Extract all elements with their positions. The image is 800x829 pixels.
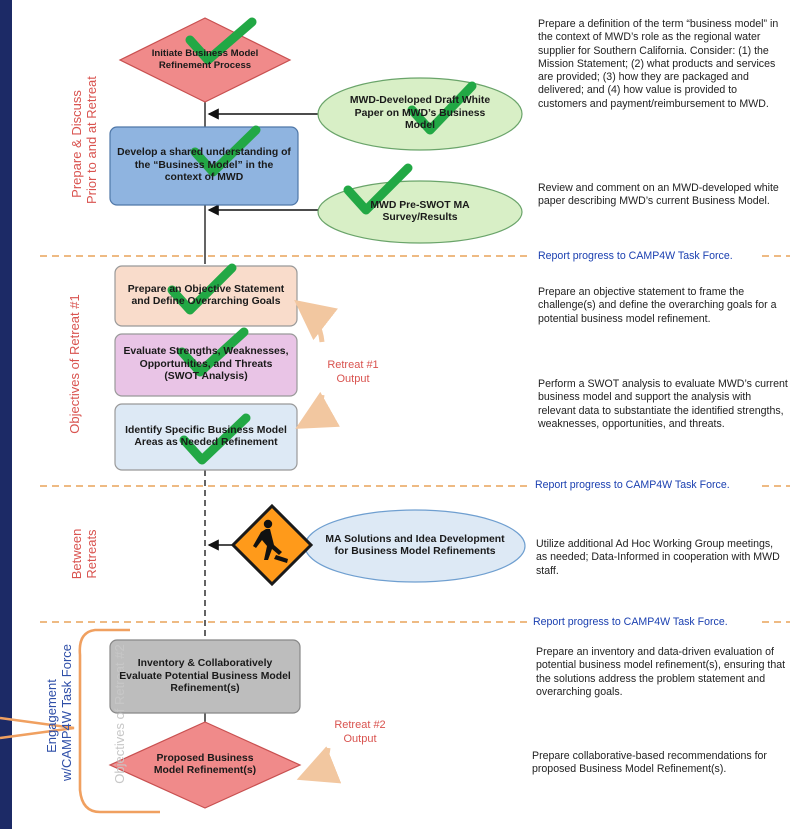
check-mark-icon-evaluate — [177, 327, 249, 377]
retreat2-curve — [296, 746, 342, 784]
proposed-diamond — [108, 721, 302, 809]
develop-text: Develop a shared understanding of the “B… — [117, 147, 291, 184]
swot-survey-text: MWD Pre-SWOT MA Survey/Results — [370, 199, 470, 224]
ma-solutions-text: MA Solutions and Idea Development for Bu… — [325, 533, 505, 558]
identify-box — [114, 403, 298, 471]
construction-sign-icon — [230, 503, 314, 587]
evaluate-text: Evaluate Strengths, Weaknesses, Opportun… — [123, 346, 289, 383]
description-business-model: Prepare a definition of the term “busine… — [538, 18, 779, 110]
section-label-prepare: Prepare & Discuss Prior to and at Retrea… — [69, 76, 99, 204]
section-label-engagement: Engagement w/CAMP4W Task Force — [44, 643, 74, 781]
section-label-between: Between Retreats — [69, 528, 99, 580]
check-mark-icon-initiate — [185, 17, 257, 65]
check-mark-icon-objective — [167, 263, 237, 315]
mwd-draft-text: MWD-Developed Draft White Paper on MWD’s… — [349, 95, 491, 132]
description-objective: Prepare an objective statement to frame … — [538, 286, 777, 325]
description-inventory: Prepare an inventory and data-driven eva… — [536, 646, 786, 698]
engagement-bracket-tick — [0, 716, 75, 740]
retreat1-output-label: Retreat #1 Output — [327, 359, 379, 385]
report-progress-2: Report progress to CAMP4W Task Force. — [535, 479, 730, 491]
description-swot: Perform a SWOT analysis to evaluate MWD’… — [538, 378, 788, 430]
description-white-paper: Review and comment on an MWD-developed w… — [538, 182, 779, 208]
check-mark-icon-identify — [179, 413, 251, 465]
section-label-retreat1: Objectives of Retreat #1 — [67, 294, 82, 434]
report-progress-1: Report progress to CAMP4W Task Force. — [538, 250, 733, 262]
swot-survey-ellipse — [317, 180, 523, 244]
engagement-bracket — [78, 628, 160, 814]
retreat2-output-label: Retreat #2 Output — [334, 719, 386, 745]
check-mark-icon-develop — [190, 125, 261, 177]
retreat1-curve-down — [295, 391, 340, 429]
inventory-box — [109, 639, 301, 714]
objective-text: Prepare an Objective Statement and Defin… — [127, 283, 285, 308]
initiate-text: Initiate Business Model Refinement Proce… — [151, 47, 259, 72]
check-mark-icon-survey — [343, 163, 413, 215]
report-progress-3: Report progress to CAMP4W Task Force. — [533, 616, 728, 628]
inventory-text: Inventory & Collaboratively Evaluate Pot… — [119, 658, 291, 695]
retreat1-curve-up — [294, 299, 338, 343]
check-mark-icon-draft — [407, 81, 477, 135]
description-recommendations: Prepare collaborative-based recommendati… — [532, 750, 767, 776]
description-ad-hoc: Utilize additional Ad Hoc Working Group … — [536, 538, 780, 577]
proposed-text: Proposed Business Model Refinement(s) — [153, 752, 257, 777]
identify-text: Identify Specific Business Model Areas a… — [125, 424, 287, 449]
